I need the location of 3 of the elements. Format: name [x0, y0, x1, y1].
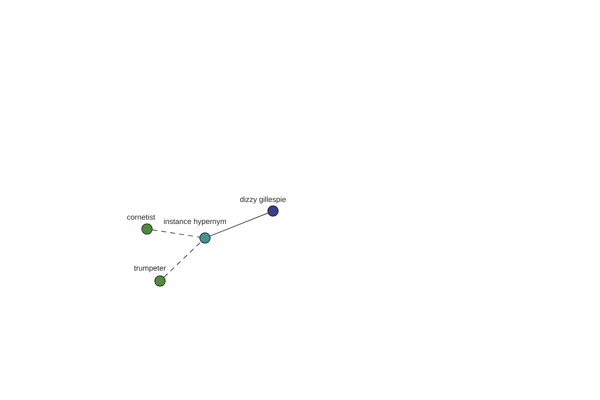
connector-line	[164, 242, 202, 278]
connector-line	[210, 212, 268, 236]
connector-line	[152, 230, 200, 238]
